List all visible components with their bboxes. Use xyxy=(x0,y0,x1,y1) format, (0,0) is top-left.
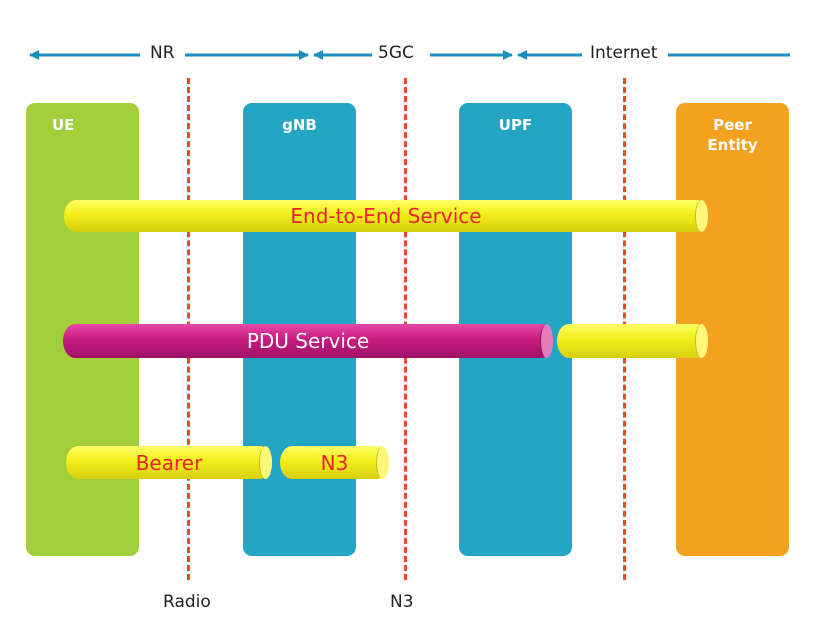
pdu-service-pipe: PDU Service xyxy=(63,324,553,358)
bearer-pipe: Bearer xyxy=(66,446,272,479)
end-to-end-service-label: End-to-End Service xyxy=(290,204,482,228)
node-peer-entity-label: Peer Entity xyxy=(707,116,758,154)
region-label-internet: Internet xyxy=(584,42,664,64)
bearer-label: Bearer xyxy=(135,450,203,475)
end-to-end-service-pipe: End-to-End Service xyxy=(64,200,708,232)
region-label-5gc: 5GC xyxy=(372,42,420,64)
n3-interface-label: N3 xyxy=(390,592,414,612)
region-label-nr: NR xyxy=(144,42,181,64)
pdu-service-label: PDU Service xyxy=(246,329,370,353)
radio-interface-label: Radio xyxy=(163,592,211,612)
n3-tunnel-label: N3 xyxy=(320,450,349,475)
external-service-pipe xyxy=(557,324,708,358)
node-upf-label: UPF xyxy=(498,116,533,134)
n3-tunnel-pipe: N3 xyxy=(280,446,389,479)
node-ue-label: UE xyxy=(52,116,75,134)
node-gnb-label: gNB xyxy=(282,116,317,134)
